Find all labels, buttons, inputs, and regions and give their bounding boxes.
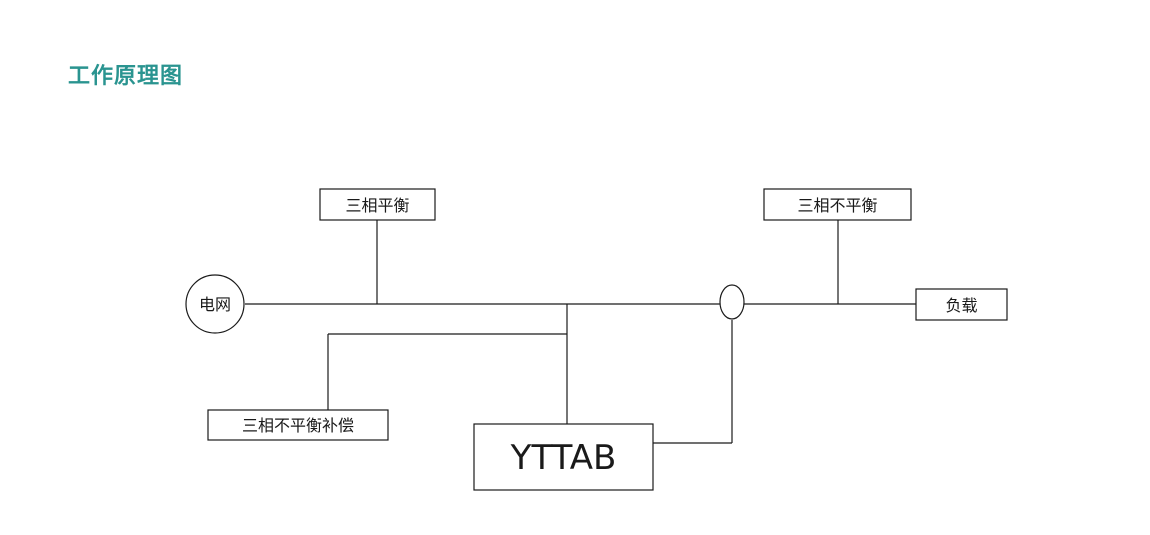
unbalanced-box-label: 三相不平衡 <box>797 196 877 215</box>
yttab-device-box <box>473 423 654 491</box>
balanced-box-label: 三相平衡 <box>345 196 409 215</box>
unbalanced-box <box>763 188 912 221</box>
compensation-box-label: 三相不平衡补偿 <box>242 416 354 435</box>
yttab-device-label: YTTAB <box>510 438 617 478</box>
current-transformer-icon <box>719 284 745 320</box>
load-box <box>915 288 1008 321</box>
page-title: 工作原理图 <box>68 64 184 89</box>
grid-source-label: 电网 <box>199 295 231 314</box>
load-box-label: 负载 <box>945 296 977 315</box>
grid-source-node <box>185 274 245 334</box>
balanced-box <box>319 188 436 221</box>
compensation-box <box>207 409 389 441</box>
